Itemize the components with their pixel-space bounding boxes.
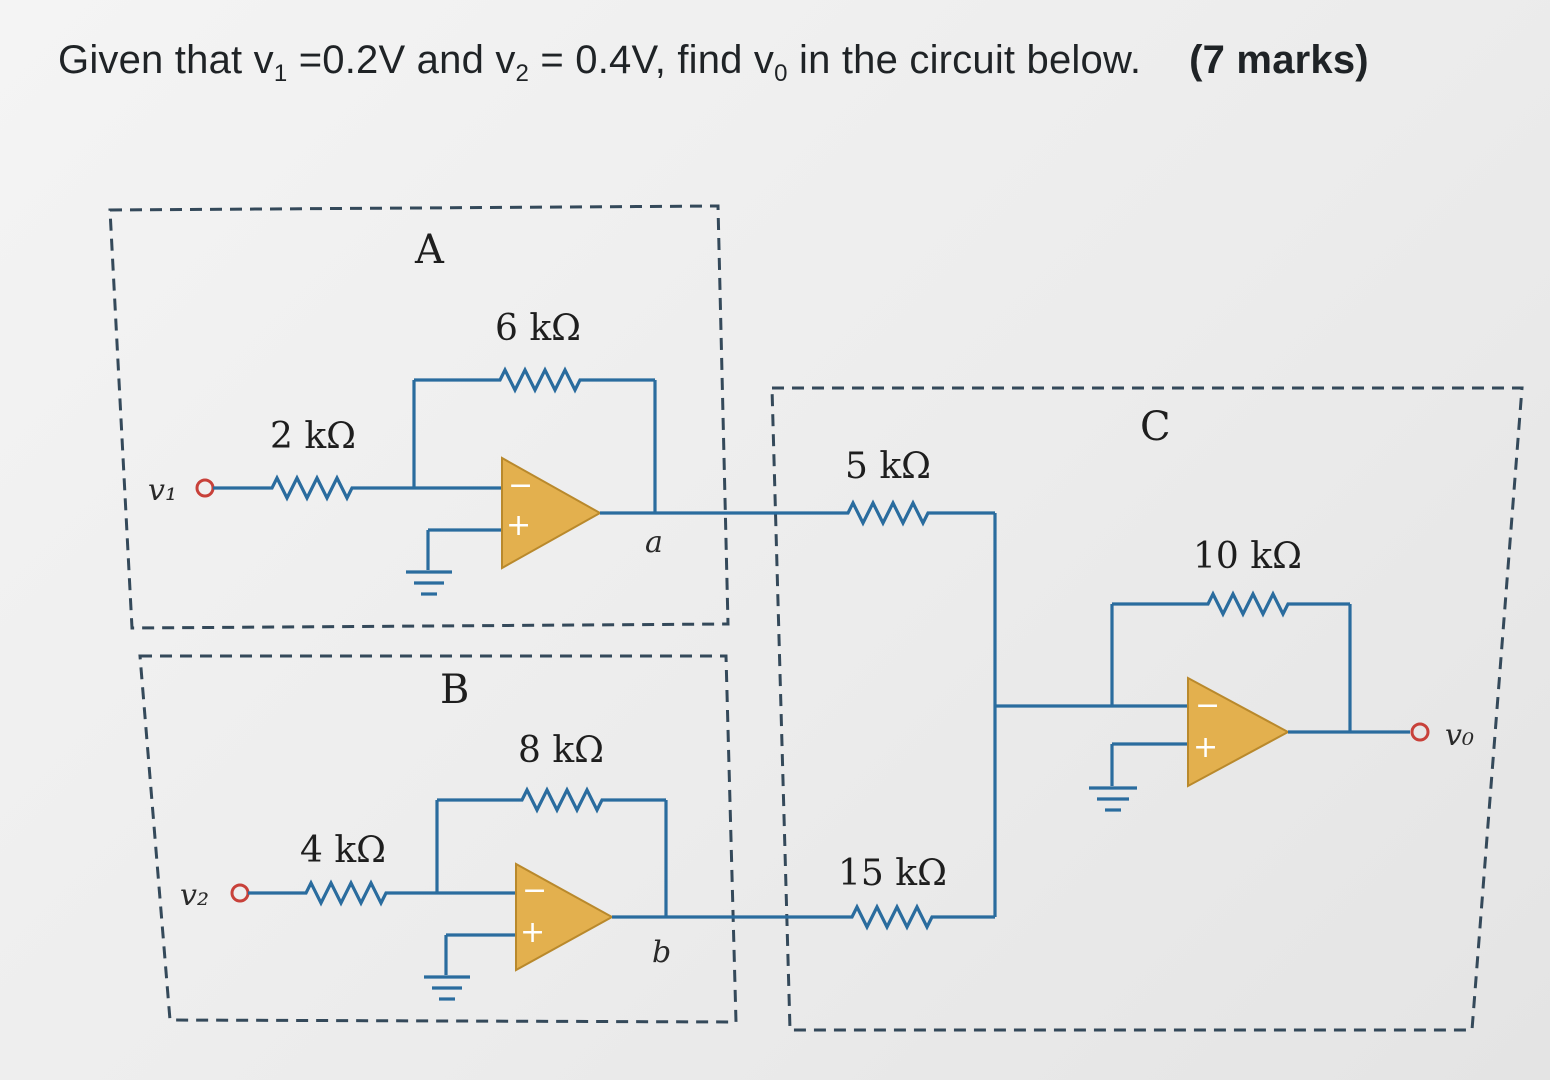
opamp-c-minus: − [1195,688,1220,723]
opamp-b [515,862,615,972]
v1-value: =0.2V and v [287,38,516,82]
block-b-label: B [440,667,469,713]
resistor-2k [262,474,362,502]
resistor-10k-label: 10 kΩ [1193,536,1302,577]
vo-terminal [1410,722,1430,742]
resistor-6k-label: 6 kΩ [495,308,581,349]
resistor-15k-label: 15 kΩ [838,853,947,894]
block-a-box [108,204,730,630]
resistor-10k [1200,590,1298,618]
block-b-box [138,654,738,1024]
v2-terminal [230,883,250,903]
node-b-label: b [652,935,671,970]
opamp-b-minus: − [522,873,547,908]
block-c-label: C [1140,404,1171,450]
ground-b-icon [424,975,470,1001]
resistor-5k-label: 5 kΩ [845,446,931,487]
v2-label: v₂ [180,878,209,913]
vo-label: v₀ [1445,718,1474,753]
question-suffix: in the circuit below. [787,38,1142,82]
block-a-label: A [414,227,445,273]
v2-value: = 0.4V, find v [529,38,775,82]
v1-label: v₁ [148,473,177,508]
marks-label: (7 marks) [1189,38,1369,82]
ground-a-icon [406,570,452,596]
ground-c-icon [1089,786,1137,812]
resistor-4k-label: 4 kΩ [300,830,386,871]
node-a-label: a [645,525,663,560]
opamp-c-plus: + [1193,730,1218,765]
resistor-5k [840,499,938,527]
resistor-8k-label: 8 kΩ [518,730,604,771]
resistor-4k [296,879,396,907]
question-prefix: Given that v [58,38,274,82]
question-text: Given that v1 =0.2V and v2 = 0.4V, find … [58,38,1369,88]
resistor-2k-label: 2 kΩ [270,416,356,457]
opamp-b-plus: + [520,915,545,950]
resistor-15k [844,903,942,931]
v2-subscript: 2 [515,60,530,87]
opamp-a [501,456,603,570]
opamp-a-plus: + [506,508,531,543]
opamp-a-minus: − [508,468,533,503]
v1-subscript: 1 [273,60,288,87]
vo-subscript: 0 [774,60,788,87]
resistor-8k [514,786,612,814]
v1-terminal [195,478,215,498]
resistor-6k [492,366,590,394]
opamp-c [1187,676,1291,788]
block-c-box [770,386,1524,1032]
